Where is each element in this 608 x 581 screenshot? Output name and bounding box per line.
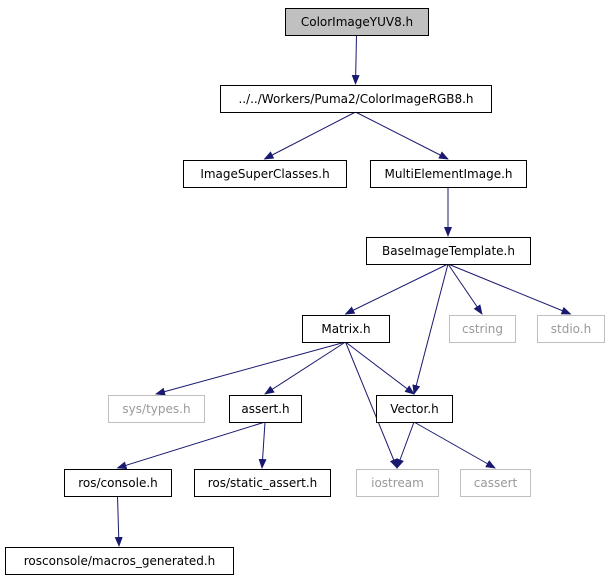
edge-matrix-to-assert-h (264, 341, 346, 395)
node-box (64, 469, 172, 497)
edge-ros-console-to-rosconsole-macros (114, 495, 123, 547)
node-image-super-classes[interactable]: ImageSuperClasses.h (183, 160, 347, 188)
node-box (449, 315, 516, 343)
node-cassert[interactable]: cassert (460, 469, 531, 497)
node-label: rosconsole/macros_generated.h (24, 554, 215, 568)
node-cstring[interactable]: cstring (449, 315, 516, 343)
node-box (376, 395, 453, 423)
edge-assert-h-to-ros-console (116, 421, 266, 470)
node-box (537, 315, 605, 343)
node-label: assert.h (241, 402, 289, 416)
node-label: ImageSuperClasses.h (200, 167, 329, 181)
node-box (302, 315, 390, 343)
node-box (370, 160, 527, 188)
node-ros-static-assert[interactable]: ros/static_assert.h (194, 469, 331, 497)
edge-color-image-rgb8-to-image-super-classes (263, 111, 356, 160)
node-rosconsole-macros[interactable]: rosconsole/macros_generated.h (5, 547, 234, 575)
node-multi-element-image[interactable]: MultiElementImage.h (370, 160, 527, 188)
node-label: cassert (474, 476, 518, 490)
edge-assert-h-to-ros-static-assert (258, 421, 267, 469)
node-box (108, 395, 205, 423)
node-color-image-yuv8[interactable]: ColorImageYUV8.h (285, 8, 429, 36)
node-box (356, 469, 439, 497)
edge-color-image-yuv8-to-color-image-rgb8 (351, 34, 360, 85)
edge-vector-to-cassert (413, 421, 496, 469)
edge-matrix-to-iostream (345, 341, 398, 469)
node-box (183, 160, 347, 188)
node-label: stdio.h (551, 322, 591, 336)
edge-base-image-template-to-matrix (344, 263, 449, 315)
node-color-image-rgb8[interactable]: ../../Workers/Puma2/ColorImageRGB8.h (220, 85, 492, 113)
edge-vector-to-iostream (396, 421, 415, 469)
edges-layer (114, 34, 572, 547)
node-stdio[interactable]: stdio.h (537, 315, 605, 343)
node-assert-h[interactable]: assert.h (229, 395, 302, 423)
edge-base-image-template-to-cstring (447, 263, 483, 315)
node-box (285, 8, 429, 36)
edge-matrix-to-sys-types (155, 341, 346, 396)
node-box (366, 237, 531, 265)
edge-matrix-to-vector (345, 341, 415, 395)
node-iostream[interactable]: iostream (356, 469, 439, 497)
node-label: MultiElementImage.h (384, 167, 512, 181)
edge-base-image-template-to-vector (412, 263, 449, 395)
node-label: BaseImageTemplate.h (382, 244, 515, 258)
node-label: sys/types.h (122, 402, 190, 416)
node-box (194, 469, 331, 497)
node-base-image-template[interactable]: BaseImageTemplate.h (366, 237, 531, 265)
node-label: ros/static_assert.h (208, 476, 318, 490)
node-vector[interactable]: Vector.h (376, 395, 453, 423)
node-box (5, 547, 234, 575)
node-label: Matrix.h (321, 322, 370, 336)
edge-color-image-rgb8-to-multi-element-image (355, 111, 449, 160)
node-box (460, 469, 531, 497)
nodes-layer: ColorImageYUV8.h ../../Workers/Puma2/Colo… (5, 8, 605, 575)
node-ros-console[interactable]: ros/console.h (64, 469, 172, 497)
node-box (220, 85, 492, 113)
node-label: Vector.h (390, 402, 439, 416)
node-label: ColorImageYUV8.h (301, 15, 413, 29)
node-label: ../../Workers/Puma2/ColorImageRGB8.h (238, 92, 473, 106)
node-sys-types[interactable]: sys/types.h (108, 395, 205, 423)
edge-base-image-template-to-stdio (447, 263, 572, 315)
node-label: cstring (462, 322, 503, 336)
node-box (229, 395, 302, 423)
node-matrix[interactable]: Matrix.h (302, 315, 390, 343)
node-label: iostream (371, 476, 424, 490)
node-label: ros/console.h (78, 476, 158, 490)
